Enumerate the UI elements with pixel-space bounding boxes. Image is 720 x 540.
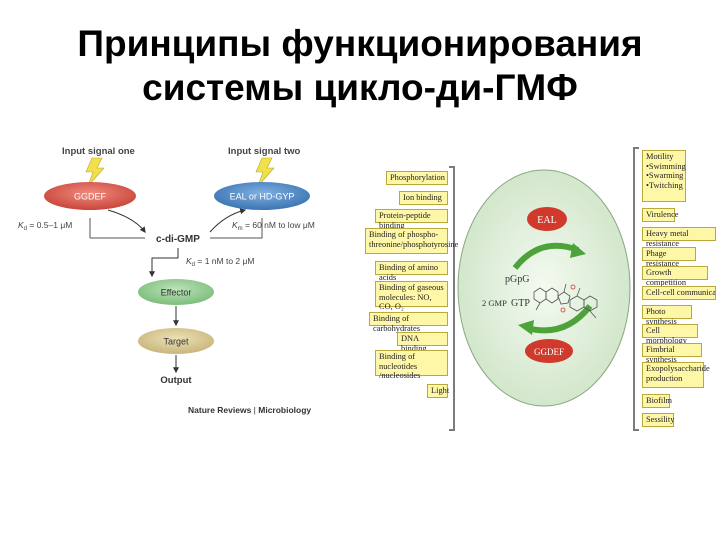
output-box: Virulence <box>642 208 679 222</box>
output-box: Heavy metal resistance <box>642 227 716 248</box>
input-box: Light <box>427 384 449 398</box>
kd-left-label: Kd = 0.5–1 μM <box>18 220 72 232</box>
input-box: Binding of phospho-threonine/phosphotyro… <box>365 228 458 254</box>
output-box: Sessility <box>642 413 674 427</box>
ggdef-domain <box>525 339 573 363</box>
pgpg-label: pGpG <box>505 274 529 285</box>
input-box: Binding of carbohydrates <box>369 312 448 333</box>
lightning-bolt-icon <box>85 157 105 187</box>
input-box: Ion binding <box>399 191 448 205</box>
ggdef-label: GGDEF <box>74 192 107 202</box>
input-box: Binding of amino acids <box>375 261 448 282</box>
eal-enzyme <box>214 182 310 210</box>
page-title: Принципы функционирования системы цикло-… <box>0 22 720 110</box>
title-line-1: Принципы функционирования <box>77 23 643 64</box>
cycle-arrow-top <box>512 242 580 270</box>
input-box: Phosphorylation <box>386 171 448 185</box>
eal-domain-label: EAL <box>537 215 556 226</box>
right-bracket <box>633 147 639 431</box>
gtp-label: GTP <box>511 298 530 309</box>
inhibition-line-right <box>210 218 263 239</box>
c-di-gmp-label: c-di-GMP <box>156 234 200 245</box>
input-signal-two-label: Input signal two <box>228 146 300 157</box>
figure-credit: Nature Reviews | Microbiology <box>188 405 311 415</box>
input-box: DNA binding <box>397 332 448 353</box>
km-right-label: Km = 60 nM to low μM <box>232 220 315 232</box>
cycle-ellipse <box>457 169 631 407</box>
cycle-arrowhead <box>518 320 534 335</box>
output-box: Growth competition <box>642 266 708 287</box>
kd-mid-label: Kd = 1 nM to 2 μM <box>186 256 254 268</box>
target-node <box>138 328 214 354</box>
output-box: Cell-cell communication <box>642 286 716 300</box>
output-box: Exopolysaccharide production <box>642 362 710 388</box>
eal-domain <box>527 207 567 231</box>
two-gmp-label: 2 GMP <box>482 298 507 308</box>
synthesis-arrow <box>107 209 146 233</box>
cycle-arrow-bottom <box>526 304 593 334</box>
eal-label: EAL or HD-GYP <box>230 192 295 202</box>
cycle-arrowhead <box>570 243 586 258</box>
output-box: Fimbrial synthesis <box>642 343 702 364</box>
input-box: Binding of gaseous molecules: NO, CO, O₂ <box>375 281 448 311</box>
output-box: Phage resistance <box>642 247 696 268</box>
input-signal-one-label: Input signal one <box>62 146 135 157</box>
lightning-bolt-icon <box>255 157 275 187</box>
output-box: Photo synthesis <box>642 305 692 326</box>
target-label: Target <box>163 337 189 347</box>
left-bracket <box>449 166 455 431</box>
ggdef-enzyme <box>44 182 136 210</box>
title-line-2: системы цикло-ди-ГМФ <box>142 67 578 108</box>
output-box: Motility •Swimming •Swarming •Twitching <box>642 150 686 202</box>
effector-label: Effector <box>161 288 192 298</box>
output-label: Output <box>160 375 192 386</box>
ggdef-domain-label: GGDEF <box>534 347 564 357</box>
input-box: Protein-peptide binding <box>375 209 448 230</box>
binding-arrow <box>149 248 179 278</box>
c-di-gmp-molecule <box>533 283 598 319</box>
effector-node <box>138 279 214 305</box>
output-box: Cell morphology <box>642 324 698 345</box>
input-box: Binding of nucleotides /nucleosides <box>375 350 448 380</box>
output-box: Biofilm <box>642 394 672 408</box>
degradation-arrow <box>209 208 247 233</box>
